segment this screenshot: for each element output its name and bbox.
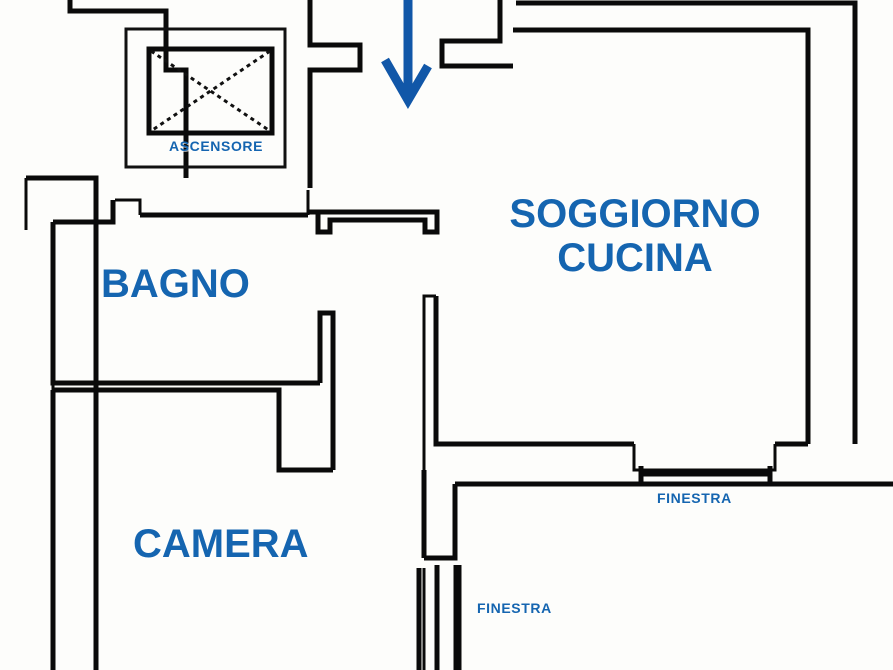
room-label-camera: CAMERA [133,522,309,566]
room-label-soggiorno: SOGGIORNO [509,192,761,236]
room-label-cucina: CUCINA [557,236,713,280]
annotation-finestra-camera: FINESTRA [477,600,552,616]
window-camera [416,470,462,670]
wall-group-bagno [50,200,336,470]
elevator-symbol [124,27,287,169]
wall-group-hall [115,0,440,235]
annotation-ascensore: ASCENSORE [169,138,264,154]
wall-group-top-left [24,0,189,670]
wall-group-top-right [439,0,858,444]
room-label-bagno: BAGNO [101,262,250,306]
room-label-soggiorno-cucina: SOGGIORNO CUCINA [495,192,775,280]
wall-group-soggiorno [422,294,893,487]
annotation-finestra-soggiorno: FINESTRA [657,490,732,506]
down-arrow-icon [381,0,432,109]
wall-group-camera [50,387,333,670]
window-soggiorno [632,444,777,484]
